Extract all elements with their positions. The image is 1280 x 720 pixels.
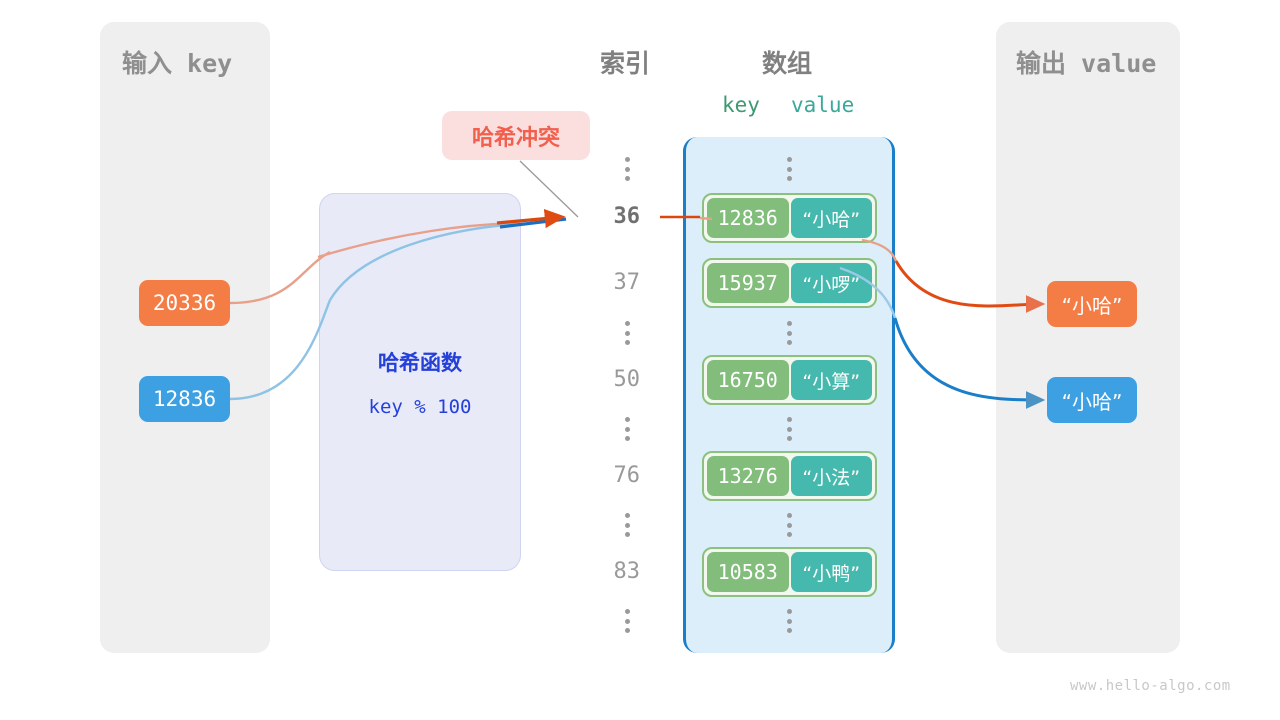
index-ellipsis-4 [624, 513, 630, 537]
array-ellipsis-top [786, 157, 792, 181]
watermark: www.hello-algo.com [1070, 678, 1231, 694]
input-key-chip-12836[interactable]: 12836 [139, 376, 230, 422]
bucket-row-83[interactable]: 10583 “小鸭” [702, 547, 877, 597]
index-ellipsis-2 [624, 321, 630, 345]
array-ellipsis-bottom [786, 609, 792, 633]
bucket-row-37[interactable]: 15937 “小啰” [702, 258, 877, 308]
array-column-header: 数组 [761, 49, 812, 78]
bucket-key-50: 16750 [707, 360, 789, 400]
collision-leader-line [519, 160, 579, 218]
hash-function-title: 哈希函数 [378, 351, 462, 375]
output-value-chip-blue[interactable]: “小哈” [1047, 377, 1137, 423]
value-column-header: value [791, 93, 855, 117]
index-label-76: 76 [613, 463, 641, 488]
index-label-36: 36 [613, 204, 641, 229]
index-label-37: 37 [613, 270, 641, 295]
output-panel [996, 22, 1180, 653]
input-panel [100, 22, 270, 653]
array-ellipsis-3 [786, 417, 792, 441]
output-panel-title: 输出 value [1016, 49, 1157, 78]
hash-function-box [319, 193, 521, 571]
bucket-row-76[interactable]: 13276 “小法” [702, 451, 877, 501]
bucket-row-50[interactable]: 16750 “小算” [702, 355, 877, 405]
bucket-value-76: “小法” [790, 456, 872, 496]
output-value-chip-orange[interactable]: “小哈” [1047, 281, 1137, 327]
array-ellipsis-4 [786, 513, 792, 537]
hash-collision-label: 哈希冲突 [442, 111, 590, 160]
key-column-header: key [722, 93, 760, 117]
hash-function-expression: key % 100 [368, 396, 472, 418]
input-key-chip-20336[interactable]: 20336 [139, 280, 230, 326]
array-ellipsis-2 [786, 321, 792, 345]
bucket-value-50: “小算” [790, 360, 872, 400]
index-ellipsis-bottom [624, 609, 630, 633]
input-panel-title: 输入 key [122, 49, 233, 78]
index-label-50: 50 [613, 367, 641, 392]
bucket-value-36: “小哈” [790, 198, 872, 238]
bucket-value-37: “小啰” [790, 263, 872, 303]
bucket-key-37: 15937 [707, 263, 789, 303]
index-column-header: 索引 [599, 49, 650, 78]
bucket-key-76: 13276 [707, 456, 789, 496]
index-label-83: 83 [613, 559, 641, 584]
bucket-value-83: “小鸭” [790, 552, 872, 592]
index-ellipsis-3 [624, 417, 630, 441]
bucket-row-36[interactable]: 12836 “小哈” [702, 193, 877, 243]
index-ellipsis-top [624, 157, 630, 181]
bucket-key-36: 12836 [707, 198, 789, 238]
bucket-key-83: 10583 [707, 552, 789, 592]
